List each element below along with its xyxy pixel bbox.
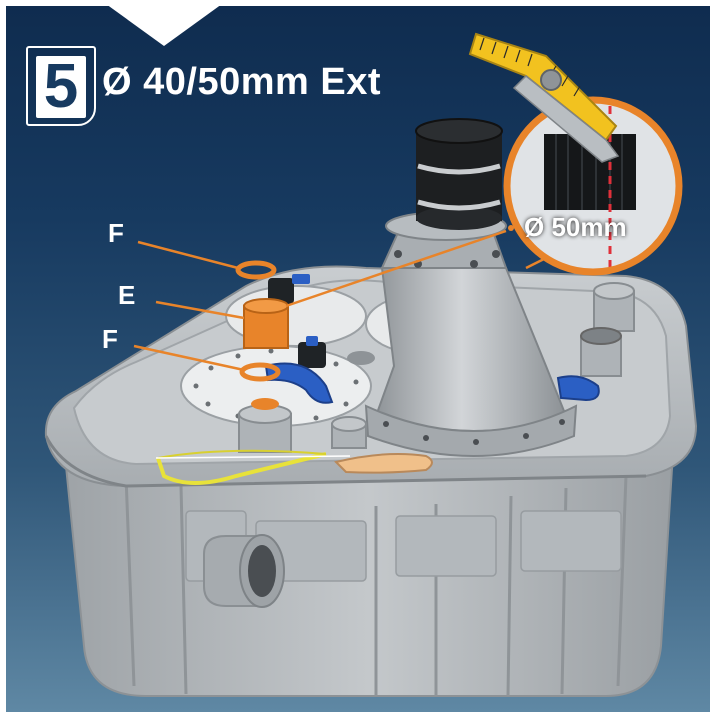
pump-unit-illustration: [44, 32, 698, 697]
blue-elbow: [264, 362, 334, 404]
step-badge-fill: 5: [36, 56, 86, 118]
discharge-pipe: [415, 118, 503, 230]
check-valve-top: [268, 274, 310, 304]
check-valve-lower: [298, 336, 326, 368]
cutter-knife-icon: [468, 32, 620, 163]
right-fittings: [556, 282, 635, 402]
instruction-panel: 5 Ø 40/50mm Ext Ø 50mm F E F: [6, 6, 710, 712]
front-fittings: [238, 351, 375, 453]
orange-adapter: [243, 298, 289, 349]
panel-notch: [106, 6, 222, 46]
callout-lines: [133, 229, 547, 372]
step-number: 5: [43, 52, 79, 121]
tank-body: [63, 435, 675, 697]
callout-f-upper: F: [108, 218, 124, 248]
upper-clamp-ring: [235, 260, 277, 280]
step-title: Ø 40/50mm Ext: [102, 61, 381, 103]
side-outlet: [203, 534, 285, 608]
callout-f-lower: F: [102, 324, 118, 354]
step-badge: 5: [26, 46, 96, 126]
hacksaw-icon: [155, 449, 433, 485]
zoom-diameter-label: Ø 50mm: [524, 212, 627, 242]
lower-clamp-ring: [239, 362, 281, 382]
callout-e: E: [118, 280, 136, 310]
